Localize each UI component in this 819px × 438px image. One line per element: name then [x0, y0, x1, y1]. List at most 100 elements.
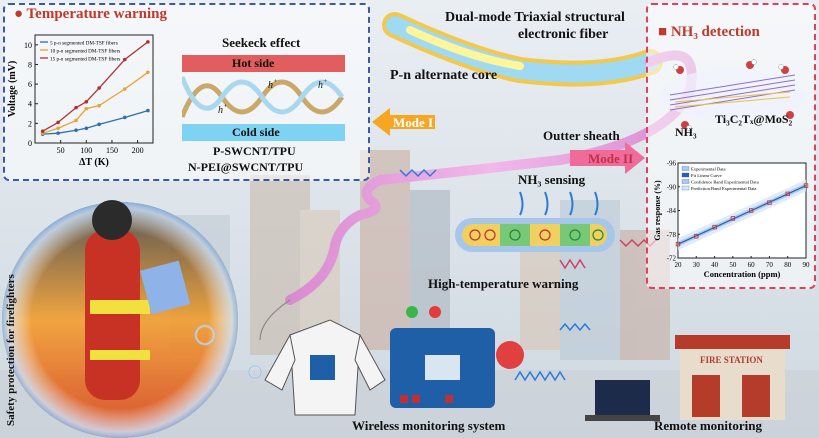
voltage-data-point [97, 122, 101, 127]
carrier-h-2: h [268, 80, 273, 91]
gas-x-tick-label: 30 [693, 261, 701, 269]
voltage-x-tick-label: 50 [57, 146, 65, 155]
gas-legend-label: Prediction Band Experimental Data [691, 186, 756, 191]
carrier-h-1: h [218, 105, 223, 116]
voltage-data-point [122, 115, 127, 120]
mos2-lattice [661, 59, 805, 131]
carrier-plus-1: + [223, 103, 228, 110]
voltage-y-tick-label: 10 [24, 41, 32, 50]
gas-legend-label: Experimental Data [691, 167, 726, 172]
voltage-legend-label: 15 p-n segmented DM-TSF fibers [50, 56, 120, 63]
voltage-data-point [74, 118, 78, 123]
gas-legend-swatch [681, 185, 690, 191]
voltage-y-tick-label: 4 [28, 100, 32, 109]
voltage-data-point [146, 40, 150, 44]
fiber-title-line2: electronic fiber [518, 27, 609, 42]
gas-data-point [730, 216, 736, 221]
temperature-warning-title-text: Temperature warning [26, 6, 167, 22]
voltage-data-point [146, 108, 150, 113]
nh3-arrows [519, 191, 599, 216]
material-p-label: P-SWCNT/TPU [213, 144, 296, 158]
material-n-label: N-PEI@SWCNT/TPU [188, 160, 304, 174]
gas-legend-label: Fit Linear Curve [691, 173, 722, 178]
nh3-detection-title-text: NH₃ detection [670, 24, 760, 40]
voltage-y-tick-label: 8 [28, 60, 32, 69]
voltage-y-tick-label: 6 [28, 80, 32, 89]
seebeck-helix [182, 76, 345, 118]
gas-x-tick-label: 80 [784, 261, 792, 269]
fire-station [675, 335, 790, 420]
gas-legend-label: Confidence Band Experimental Data [691, 180, 759, 185]
gas-data-point [694, 234, 699, 239]
bullet-icon: ● [14, 6, 24, 22]
voltage-data-point [84, 126, 89, 131]
voltage-x-tick-label: 100 [80, 146, 92, 155]
nh3-sensing-text: NH₃ sensing [518, 172, 586, 187]
voltage-legend-label: 10 p-n segmented DM-TSF fibers [50, 48, 120, 55]
voltage-data-point [97, 86, 101, 90]
mode1-arrow [372, 108, 435, 136]
safety-label: Safety protection for firefighters [5, 274, 17, 426]
voltage-data-point [56, 126, 60, 131]
sheath-label: Outter sheath [543, 128, 620, 143]
gas-legend-swatch [681, 179, 690, 184]
voltage-data-point [74, 128, 78, 133]
voltage-x-axis-label: ΔT (K) [79, 157, 109, 168]
voltage-data-point [84, 106, 89, 111]
voltage-legend-label: 5 p-n segmented DM-TSF fibers [50, 40, 118, 47]
gas-data-point [785, 191, 790, 197]
gas-x-tick-label: 40 [711, 261, 719, 269]
circuit-board [390, 306, 524, 408]
hot-side-bar [182, 55, 345, 72]
material-label: Ti₃C₂Tₓ@MoS₂ [715, 112, 793, 126]
mode2-label: Mode II [588, 151, 634, 166]
gas-x-tick-label: 70 [766, 261, 774, 269]
gas-legend-swatch [681, 172, 690, 178]
cold-side-label: Cold side [232, 125, 280, 139]
gas-x-tick-label: 20 [675, 261, 683, 269]
gas-data-point [712, 224, 717, 230]
gas-data-point [767, 200, 772, 205]
hot-side-label: Hot side [232, 56, 275, 70]
voltage-x-tick-label: 200 [132, 146, 144, 155]
gas-legend-swatch [681, 166, 690, 171]
voltage-data-point [40, 129, 45, 134]
voltage-plot-frame [34, 34, 154, 144]
voltage-series-line [42, 41, 149, 132]
square-bullet-icon: ■ [658, 24, 668, 40]
gas-y-tick-label: -96 [667, 160, 677, 168]
temperature-warning-title: ● Temperature warning [14, 6, 167, 23]
wireless-label: Wireless monitoring system [352, 418, 506, 433]
gas-y-tick-label: -72 [667, 255, 677, 263]
voltage-data-point [84, 99, 89, 104]
gas-x-tick-label: 60 [748, 261, 756, 269]
carrier-label-3: h+ [318, 78, 327, 91]
firefighter-bubble [2, 200, 238, 438]
remote-label: Remote monitoring [654, 418, 762, 433]
gas-x-axis-label: Concentration (ppm) [704, 269, 781, 279]
laptop [585, 380, 660, 421]
core-label: P-n alternate core [390, 68, 498, 83]
voltage-y-tick-label: 2 [28, 119, 32, 128]
fiber-closeup [455, 218, 615, 252]
voltage-data-point [146, 70, 150, 75]
nh3-sensing-label: NH₃ sensing [518, 172, 585, 188]
gas-y-tick-label: -84 [667, 207, 677, 215]
nh3-molecule-label: NH₃ [675, 125, 697, 139]
carrier-label-1: h+ [218, 103, 227, 116]
nh3-detection-title: ■ NH₃ detection [658, 24, 760, 41]
gas-data-point [675, 241, 681, 247]
voltage-data-point [122, 87, 127, 91]
carrier-plus-2: + [273, 78, 278, 85]
carrier-label-2: h+ [268, 78, 277, 91]
carrier-plus-3: + [323, 78, 328, 85]
high-temp-label: High-temperature warning [428, 276, 579, 291]
voltage-y-axis-label: Voltage (mV) [7, 61, 18, 118]
fiber-title-line1: Dual-mode Triaxial structural [445, 10, 625, 25]
gas-fit-line [677, 185, 807, 245]
voltage-data-point [97, 103, 101, 108]
voltage-data-point [74, 105, 78, 110]
gas-x-tick-label: 90 [803, 261, 811, 269]
